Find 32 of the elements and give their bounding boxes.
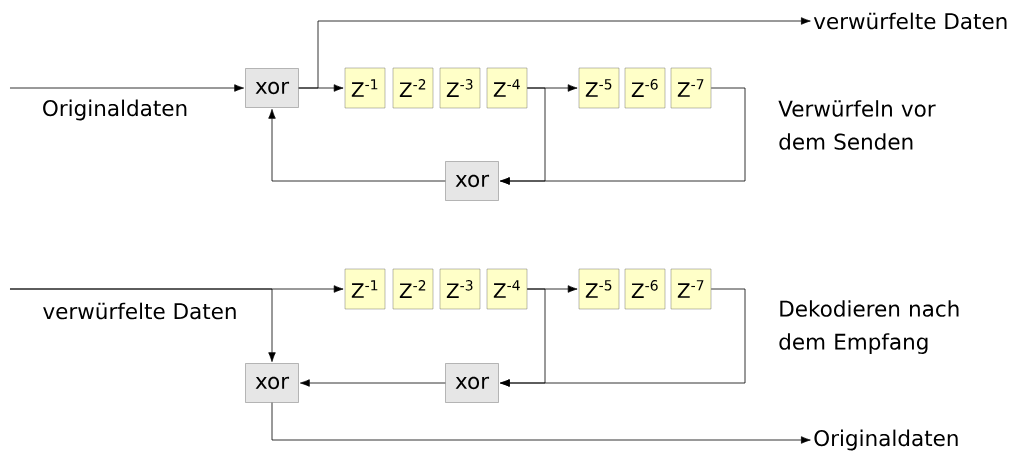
delay-box: Z$^{-7}$ xyxy=(670,67,712,109)
arrow xyxy=(300,379,446,387)
arrow xyxy=(268,109,446,182)
xor-box: xor xyxy=(245,68,299,108)
delay-box: Z$^{-5}$ xyxy=(578,67,620,109)
xor-box: xor xyxy=(245,363,299,403)
arrow xyxy=(500,288,746,387)
delay-box: Z$^{-2}$ xyxy=(392,67,434,109)
output-text: verwürfelte Daten xyxy=(813,12,1007,30)
edge-label: Originaldaten xyxy=(40,98,190,122)
delay-box: Z$^{-1}$ xyxy=(344,268,386,310)
delay-box: Z$^{-4}$ xyxy=(486,67,528,109)
delay-box: Z$^{-6}$ xyxy=(624,67,666,109)
xor-box: xor xyxy=(445,363,499,403)
delay-box: Z$^{-1}$ xyxy=(344,67,386,109)
arrow xyxy=(9,288,276,362)
delay-box: Z$^{-3}$ xyxy=(439,67,481,109)
xor-box: xor xyxy=(445,161,499,201)
delay-box: Z$^{-6}$ xyxy=(624,268,666,310)
delay-box: Z$^{-3}$ xyxy=(439,268,481,310)
delay-box: Z$^{-5}$ xyxy=(578,268,620,310)
arrow xyxy=(500,87,746,185)
delay-box: Z$^{-7}$ xyxy=(670,268,712,310)
note-text: Verwürfeln vor dem Senden xyxy=(778,100,936,150)
arrow xyxy=(298,17,811,89)
arrow xyxy=(9,84,244,92)
arrow xyxy=(271,402,811,444)
delay-box: Z$^{-4}$ xyxy=(486,268,528,310)
output-text: Originaldaten xyxy=(814,429,958,451)
delay-box: Z$^{-2}$ xyxy=(392,268,434,310)
note-text: Dekodieren nach dem Empfang xyxy=(779,300,959,354)
edge-label: verwürfelte Daten xyxy=(41,301,239,321)
